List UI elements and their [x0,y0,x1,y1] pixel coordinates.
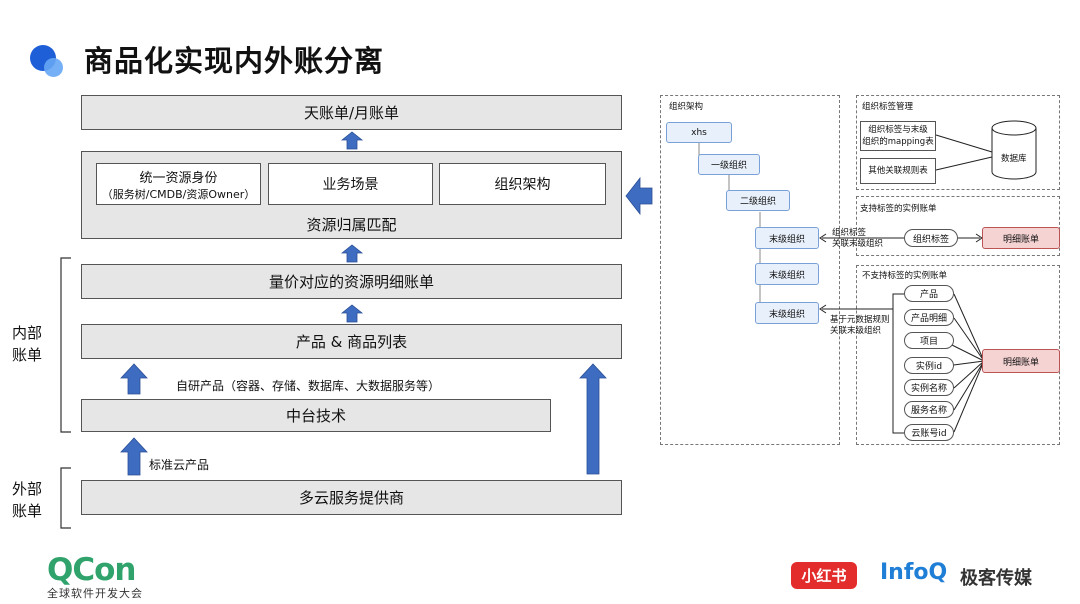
infoq-logo: InfoQ [880,560,948,585]
org-panel-title: 组织架构 [669,102,704,112]
database-icon [991,120,1037,180]
org-tree-lines [698,134,993,434]
mapping-table-box: 组织标签与末级组织的mapping表 [860,121,936,151]
middle-platform-box: 中台技术 [81,399,551,432]
identity-box: 统一资源身份 （服务树/CMDB/资源Owner） [96,163,261,205]
database-label: 数据库 [1001,154,1027,164]
org-node-leaf-2: 末级组织 [755,263,819,285]
flow-arrows [120,131,653,476]
resource-match-label: 资源归属匹配 [306,216,397,234]
business-scene-box: 业务场景 [268,163,433,205]
title-dot-light [44,58,63,77]
detail-bill-box: 量价对应的资源明细账单 [81,264,622,299]
multi-cloud-box: 多云服务提供商 [81,480,622,515]
field-service-name: 服务名称 [904,401,954,418]
org-node-leaf-3: 末级组织 [755,302,819,324]
standard-cloud-label: 标准云产品 [149,458,210,472]
arrow-up-self [120,363,148,395]
field-cloud-account-id: 云账号id [904,424,954,441]
other-rules-box: 其他关联规则表 [860,158,936,184]
support-panel-title: 支持标签的实例账单 [860,204,937,214]
xiaohongshu-logo: 小红书 [791,562,857,589]
support-link-label: 组织标签关联末级组织 [832,228,884,249]
org-node-level2: 二级组织 [726,190,790,211]
support-detail-bill: 明细账单 [982,227,1060,249]
field-instance-name: 实例名称 [904,379,954,396]
nosupport-detail-bill: 明细账单 [982,349,1060,373]
qcon-subtitle: 全球软件开发大会 [47,587,143,600]
arrow-up-3 [340,304,364,323]
arrow-up-1 [340,131,364,150]
arrow-up-standard [120,437,148,476]
nosupport-link-label: 基于元数据规则关联末级组织 [830,315,890,336]
qcon-logo: QCon [47,552,136,588]
field-project: 项目 [904,332,954,349]
tag-panel-title: 组织标签管理 [862,102,914,112]
external-bill-label: 外部账单 [12,480,43,520]
support-panel [856,196,1060,256]
arrow-up-long [579,363,607,475]
field-product: 产品 [904,285,954,302]
field-instance-id: 实例id [904,357,954,374]
field-product-detail: 产品明细 [904,309,954,326]
org-node-leaf-1: 末级组织 [755,227,819,249]
arrow-left-big [625,176,653,216]
resource-match-box: 统一资源身份 （服务树/CMDB/资源Owner） 业务场景 组织架构 资源归属… [81,151,622,239]
org-panel [660,95,840,445]
footer [0,544,1080,604]
identity-label: 统一资源身份 [139,170,218,186]
product-list-box: 产品 & 商品列表 [81,324,622,359]
org-node-level1: 一级组织 [698,154,760,175]
identity-sub-label: （服务树/CMDB/资源Owner） [101,187,256,201]
page-title: 商品化实现内外账分离 [84,44,385,78]
internal-bill-label: 内部账单 [12,324,43,364]
org-tag-oval: 组织标签 [904,229,958,247]
self-products-label: 自研产品（容器、存储、数据库、大数据服务等） [176,379,441,393]
nosupport-panel-title: 不支持标签的实例账单 [862,271,948,281]
field-bracket [892,293,904,434]
geek-media-logo: 极客传媒 [960,568,1032,589]
tag-panel [856,95,1060,190]
daily-monthly-bill-box: 天账单/月账单 [81,95,622,130]
org-node-xhs: xhs [666,122,732,143]
arrow-up-2 [340,244,364,263]
org-structure-box: 组织架构 [439,163,606,205]
side-brackets [60,257,71,529]
